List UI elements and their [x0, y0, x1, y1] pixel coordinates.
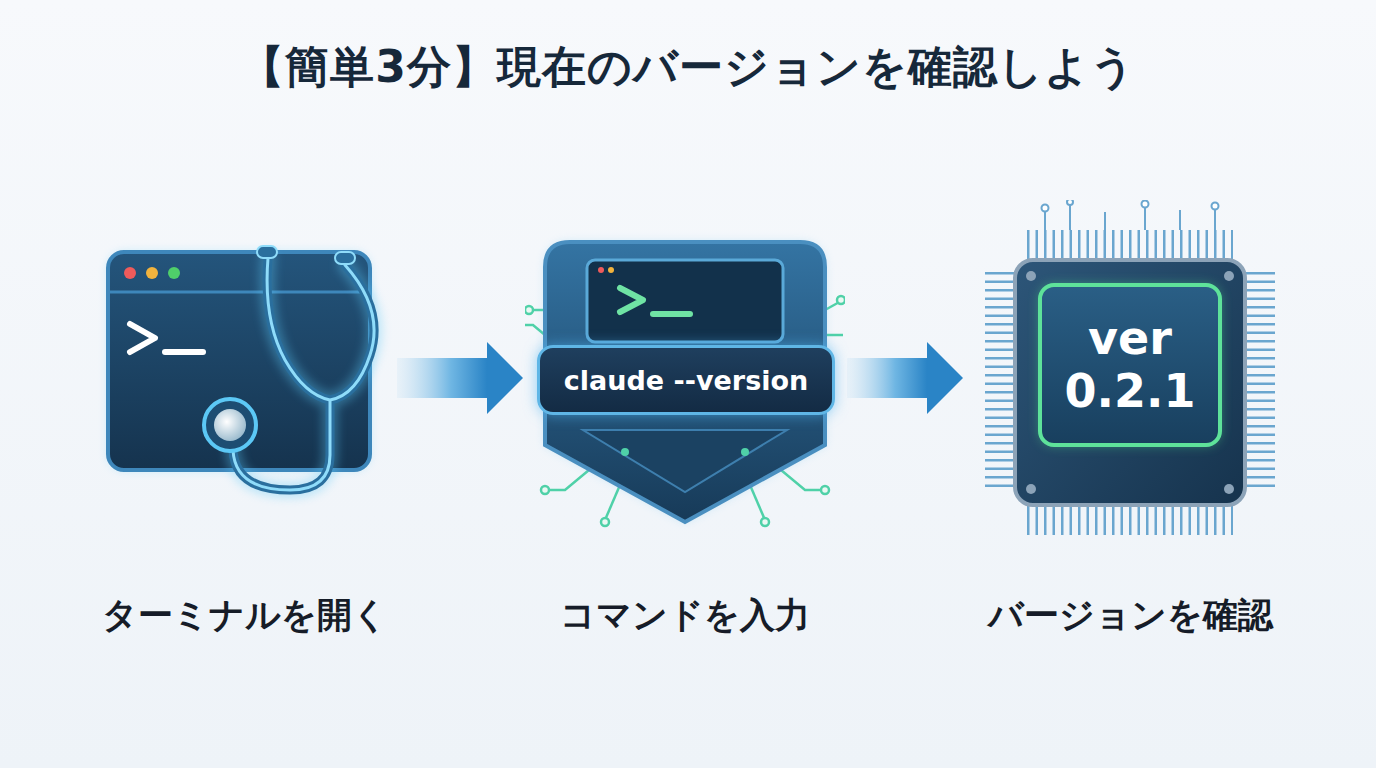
version-text: ver 0.2.1	[1040, 285, 1220, 445]
chip-pins	[985, 272, 1015, 493]
prompt-chevron	[620, 288, 643, 312]
shield-inner	[583, 430, 787, 492]
chip-icon	[965, 200, 1295, 650]
chip-body	[1015, 260, 1245, 505]
arrow-head	[927, 342, 963, 414]
chip-pins	[1027, 230, 1233, 260]
graphic-part	[825, 334, 843, 337]
step-node: ver 0.2.1 バージョンを確認	[965, 200, 1295, 650]
window-dot	[124, 267, 136, 279]
graphic-part	[335, 252, 355, 264]
flow-arrow	[847, 342, 963, 414]
arrow-body	[847, 358, 927, 398]
graphic-part	[233, 258, 374, 490]
graphic-part	[821, 486, 829, 494]
graphic-part	[601, 518, 609, 526]
graphic-part	[525, 306, 533, 314]
chest-piece-face	[214, 409, 246, 441]
shield-icon	[525, 230, 845, 650]
graphic-part	[1179, 210, 1181, 230]
graphic-part	[1069, 202, 1071, 230]
graphic-part	[605, 485, 620, 520]
graphic-part	[233, 258, 374, 490]
chip-corner	[1224, 271, 1234, 281]
prompt-cursor	[165, 349, 203, 355]
screen-glow	[1040, 285, 1220, 445]
command-screen	[587, 260, 783, 342]
chest-piece	[204, 399, 256, 451]
prompt-cursor	[653, 311, 690, 317]
graphic-part	[541, 486, 549, 494]
graphic-part	[837, 296, 845, 304]
graphic-part	[525, 325, 545, 335]
arrow-head	[487, 342, 523, 414]
terminal-icon	[95, 240, 395, 650]
arrow-body	[397, 358, 487, 398]
graphic-part	[1212, 203, 1219, 210]
chip-pins	[1245, 272, 1275, 493]
window-dot	[608, 267, 614, 273]
chip-corner	[1224, 484, 1234, 494]
top-traces	[1042, 200, 1219, 230]
window-dot	[146, 267, 158, 279]
graphic-part	[1042, 205, 1049, 212]
command-pill: claude --version	[537, 345, 835, 415]
shield-dot	[741, 448, 749, 456]
diagram-title: 【簡単3分】現在のバージョンを確認しよう	[0, 38, 1376, 97]
chip-corner	[1026, 484, 1036, 494]
chip-screen	[1040, 285, 1220, 445]
chip-corner	[1026, 271, 1036, 281]
window-dot	[598, 267, 604, 273]
shield-dot	[621, 448, 629, 456]
graphic-part	[750, 485, 765, 520]
window-dot	[168, 267, 180, 279]
step-label: バージョンを確認	[965, 585, 1295, 645]
graphic-part	[1142, 201, 1149, 208]
step-node: claude --version コマンドを入力	[525, 230, 845, 650]
flow-arrow	[397, 342, 523, 414]
graphic-part	[761, 518, 769, 526]
graphic-part	[1067, 200, 1073, 205]
stethoscope	[233, 246, 374, 490]
prompt-chevron	[130, 324, 155, 352]
graphic-part	[1104, 212, 1106, 230]
step-label: コマンドを入力	[525, 585, 845, 645]
graphic-part	[257, 246, 277, 258]
graphic-part	[233, 258, 374, 490]
step-node: ターミナルを開く	[95, 240, 395, 650]
step-label: ターミナルを開く	[95, 585, 395, 645]
title-bar-line	[110, 291, 368, 294]
chip-pins	[1027, 505, 1233, 535]
